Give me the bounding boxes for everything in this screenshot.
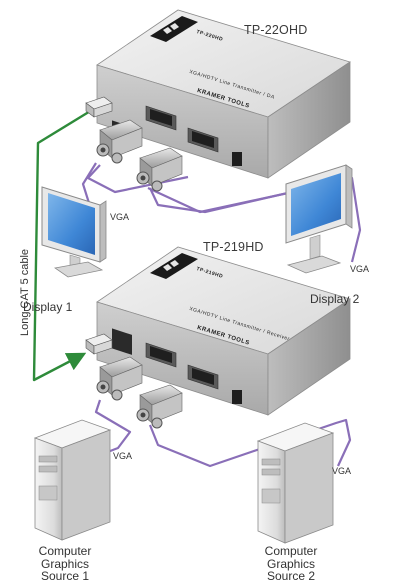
vga-label-display-2: VGA xyxy=(350,264,370,274)
source-2-label-line1: Computer xyxy=(264,544,318,558)
vga-port-top-2 xyxy=(187,127,219,153)
vga-port-top-1 xyxy=(145,105,177,131)
vga-plug-bottom-2 xyxy=(136,384,183,429)
source-1-computer-tower xyxy=(33,419,112,541)
vga-label-source-1: VGA xyxy=(113,451,133,461)
rj45-port-bottom xyxy=(112,328,132,355)
display-1-monitor xyxy=(41,186,107,278)
source-2-label-line3: Source 2 xyxy=(266,569,316,584)
power-jack-bottom xyxy=(232,390,242,404)
device-model-label-top: TP-22OHD xyxy=(244,23,308,37)
cat5-cable xyxy=(32,108,93,382)
device-model-label-bottom: TP-219HD xyxy=(203,240,264,254)
vga-plug-top-2 xyxy=(136,147,183,192)
vga-port-bottom-2 xyxy=(187,364,219,390)
kramer-logo-bottom xyxy=(150,253,198,279)
source-1-label-line3: Source 1 xyxy=(40,569,90,584)
display-2-monitor xyxy=(285,164,353,274)
display-1-label: Display 1 xyxy=(23,300,73,314)
display-2-label: Display 2 xyxy=(310,292,360,306)
long-cat5-cable-label: Long CAT 5 cable xyxy=(19,248,31,336)
vga-port-bottom-1 xyxy=(145,342,177,368)
vga-cable-bottom-to-source2 xyxy=(148,418,352,468)
device-tp220hd xyxy=(85,9,351,192)
source-1-label-line1: Computer xyxy=(38,544,92,558)
rj45-plug-bottom xyxy=(85,333,113,355)
source-2-computer-tower xyxy=(256,422,335,544)
source-2-label: Computer Graphics Source 2 xyxy=(260,545,322,583)
kramer-logo-top xyxy=(150,16,198,42)
device-tp219hd xyxy=(85,246,351,429)
rj45-plug-top xyxy=(85,96,113,118)
source-1-label-line2: Graphics xyxy=(40,556,90,571)
vga-plug-bottom-1 xyxy=(96,356,143,401)
source-1-label: Computer Graphics Source 1 xyxy=(34,545,96,583)
source-2-label-line2: Graphics xyxy=(266,556,316,571)
power-jack-top xyxy=(232,152,242,166)
vga-label-display-1: VGA xyxy=(110,212,130,222)
vga-plug-top-1 xyxy=(96,119,143,164)
vga-label-source-2: VGA xyxy=(332,466,352,476)
